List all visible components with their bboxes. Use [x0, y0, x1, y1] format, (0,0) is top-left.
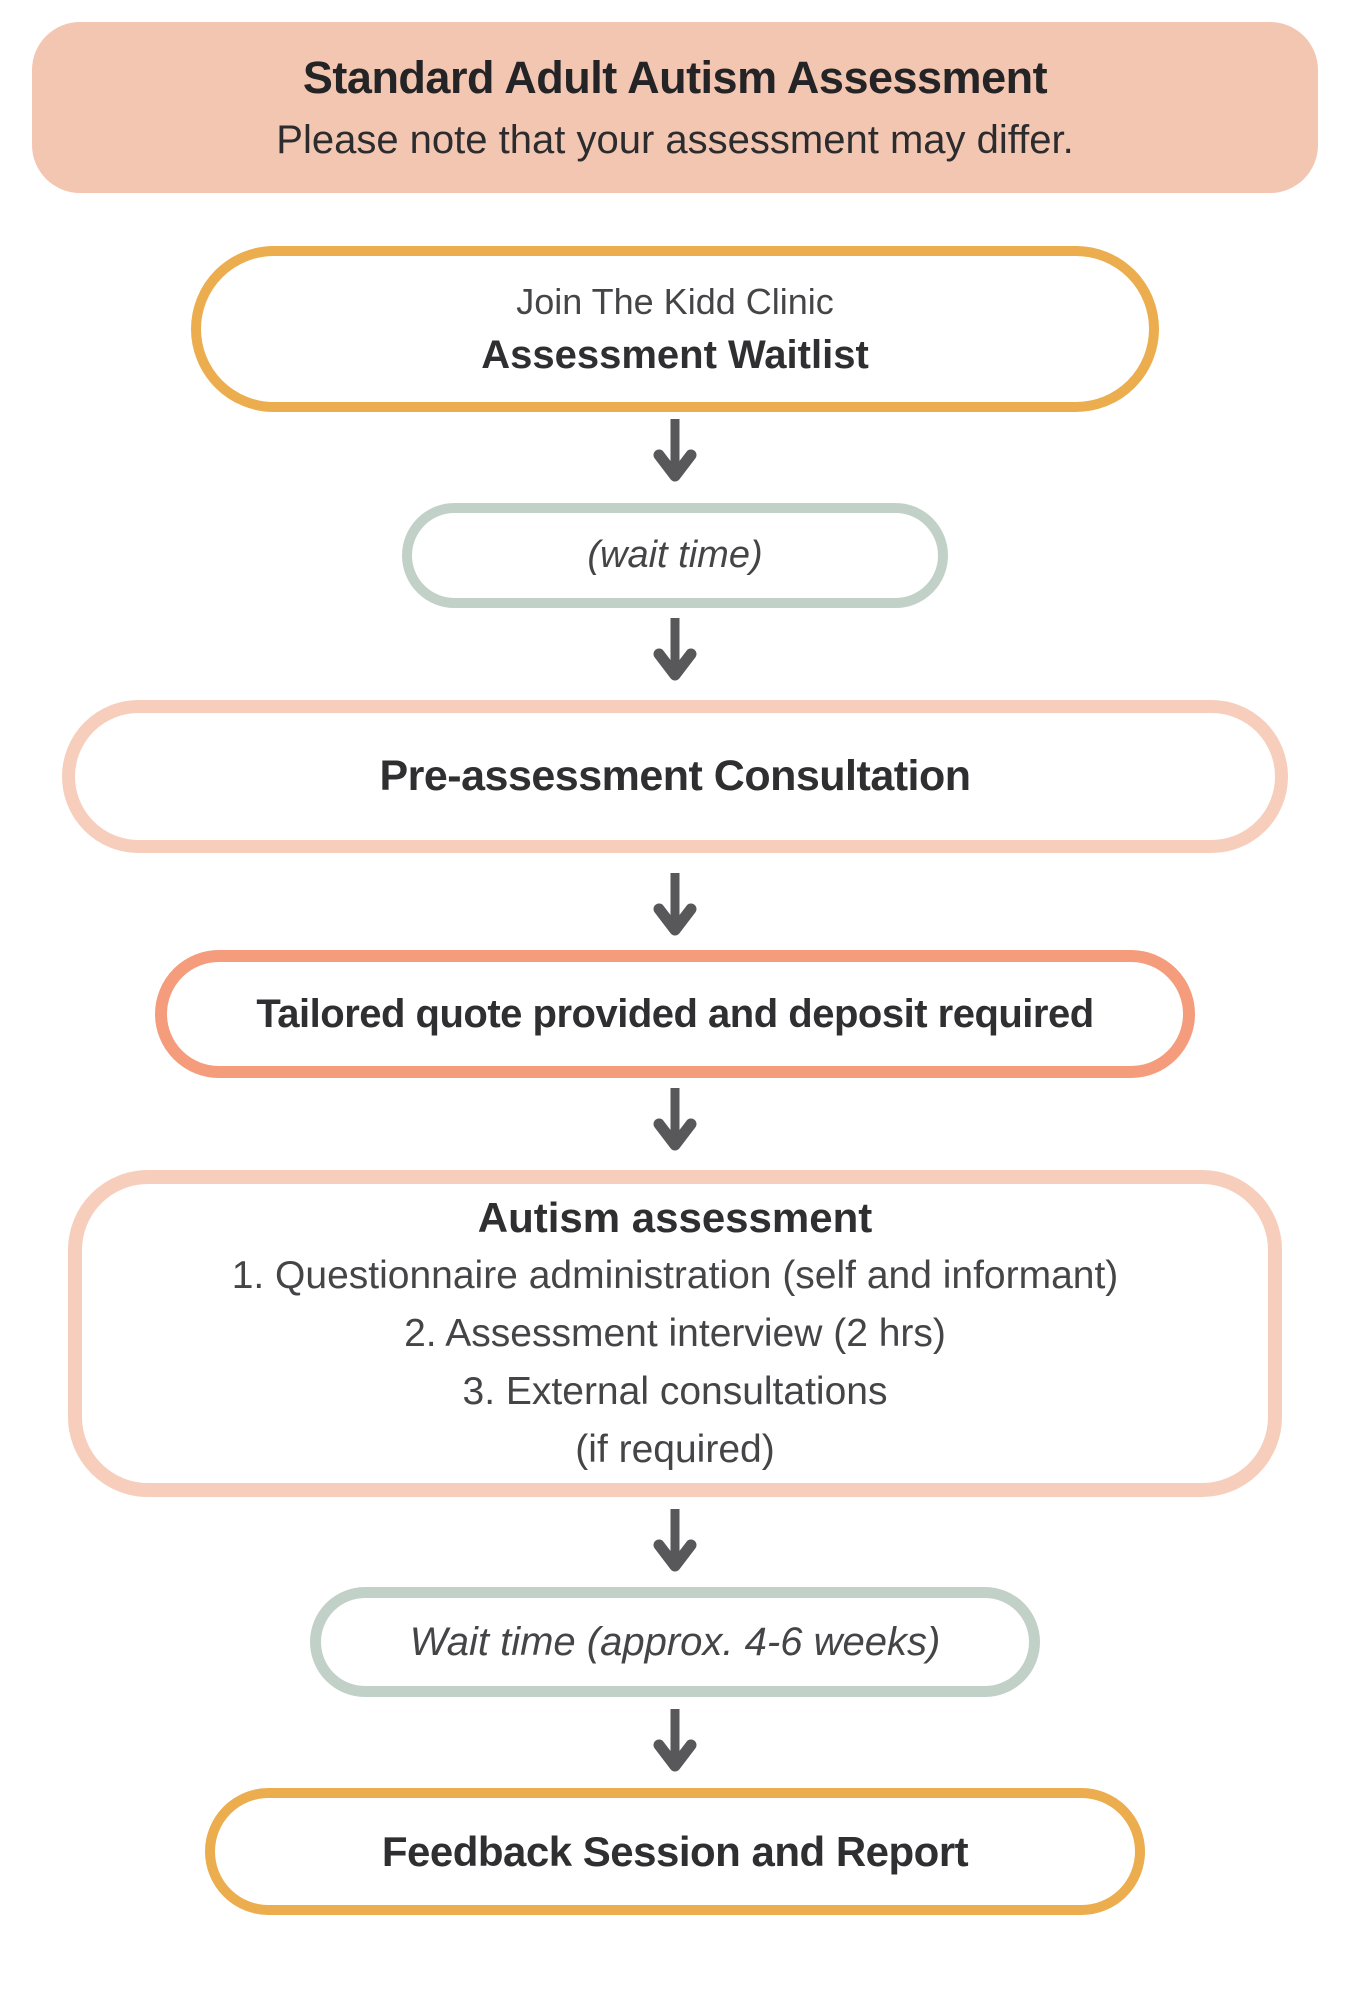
step-wait-time-label: (wait time)	[587, 534, 763, 576]
down-arrow-icon	[653, 1087, 697, 1153]
step-join-waitlist-line2: Assessment Waitlist	[481, 332, 869, 377]
step-pre-assessment-label: Pre-assessment Consultation	[379, 752, 971, 800]
step-join-waitlist: Join The Kidd Clinic Assessment Waitlist	[191, 246, 1159, 412]
step-wait-time: (wait time)	[402, 503, 948, 608]
step-quote-deposit-label: Tailored quote provided and deposit requ…	[256, 991, 1094, 1036]
step-wait-time-4-6-weeks-label: Wait time (approx. 4-6 weeks)	[409, 1619, 941, 1664]
step-pre-assessment-consultation: Pre-assessment Consultation	[62, 700, 1288, 853]
down-arrow-icon	[653, 617, 697, 683]
step-autism-assessment: Autism assessment 1. Questionnaire admin…	[68, 1170, 1282, 1497]
page-subtitle: Please note that your assessment may dif…	[276, 118, 1074, 162]
step-quote-deposit: Tailored quote provided and deposit requ…	[155, 950, 1195, 1078]
down-arrow-icon	[653, 1508, 697, 1574]
down-arrow-icon	[653, 872, 697, 938]
assessment-item-3: 3. External consultations	[462, 1369, 888, 1413]
step-join-waitlist-line1: Join The Kidd Clinic	[516, 280, 834, 322]
step-autism-assessment-title: Autism assessment	[477, 1193, 873, 1241]
step-wait-time-4-6-weeks: Wait time (approx. 4-6 weeks)	[310, 1587, 1040, 1697]
down-arrow-icon	[653, 418, 697, 484]
page-title: Standard Adult Autism Assessment	[302, 52, 1048, 103]
assessment-item-2: 2. Assessment interview (2 hrs)	[404, 1311, 946, 1355]
assessment-item-3-note: (if required)	[575, 1427, 775, 1471]
step-feedback-session-report-label: Feedback Session and Report	[381, 1827, 969, 1875]
assessment-item-1: 1. Questionnaire administration (self an…	[231, 1253, 1119, 1297]
step-feedback-session-report: Feedback Session and Report	[205, 1788, 1145, 1915]
header-banner: Standard Adult Autism Assessment Please …	[32, 22, 1318, 193]
down-arrow-icon	[653, 1708, 697, 1774]
